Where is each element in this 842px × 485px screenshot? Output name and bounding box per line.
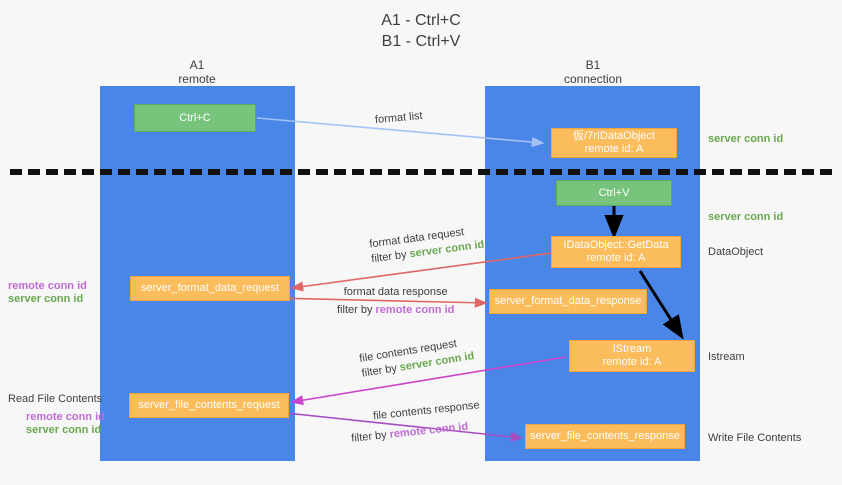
node-ctrl-c-label: Ctrl+C <box>179 111 211 124</box>
node-getdata-label: IDataObject::GetData <box>563 239 669 251</box>
node-server-file-contents-response[interactable]: server_file_contents_response <box>525 424 685 449</box>
label-remote-conn-id-2: remote conn id <box>26 411 105 423</box>
wire-format-data-request <box>290 252 552 292</box>
label-write-file-contents: Write File Contents <box>708 432 802 444</box>
divider-dashed-line <box>10 169 832 175</box>
edge-label-fdreq-filter-prefix: filter by <box>370 248 411 266</box>
column-b1-sub: connection <box>563 72 623 86</box>
node-server-file-contents-request-label: server_file_contents_request <box>138 399 280 411</box>
wire-file-contents-request <box>290 356 567 406</box>
node-server-format-data-request[interactable]: server_format_data_request <box>130 276 290 301</box>
label-remote-conn-id-1: remote conn id <box>8 280 87 292</box>
wire-format-list <box>256 117 545 148</box>
column-a1-sub: remote <box>178 72 216 86</box>
node-ctrl-v-label: Ctrl+V <box>598 186 630 199</box>
label-dataobject: DataObject <box>708 246 764 258</box>
wire-file-contents-response <box>257 409 524 442</box>
node-istream-remote-id: remote id: A <box>602 356 662 368</box>
node-ctrl-v[interactable]: Ctrl+V <box>556 180 672 206</box>
label-server-conn-id-2: server conn id <box>26 424 102 436</box>
node-istream[interactable]: IStream remote id: A <box>569 340 695 372</box>
column-b1-name: B1 <box>585 58 601 72</box>
node-getdata-remote-id: remote id: A <box>586 252 646 264</box>
column-header-a1: A1 remote <box>117 58 277 86</box>
node-idataobject-remote-id: remote id: A <box>584 143 644 155</box>
label-server-conn-id-1: server conn id <box>8 293 84 305</box>
node-server-format-data-response-label: server_format_data_response <box>494 295 642 307</box>
node-idataobject-label: 仮/7rIDataObject <box>573 130 655 142</box>
edge-label-fdres-filter-value: remote conn id <box>375 304 455 316</box>
node-idataobject-getdata[interactable]: IDataObject::GetData remote id: A <box>551 236 681 268</box>
node-istream-label: IStream <box>612 343 652 355</box>
node-server-format-data-request-label: server_format_data_request <box>140 282 280 294</box>
label-server-conn-id-mid: server conn id <box>708 211 784 223</box>
title-line-2: B1 - Ctrl+V <box>381 33 461 50</box>
edge-label-fdres-filter: filter by remote conn id <box>337 303 454 318</box>
node-server-file-contents-response-label: server_file_contents_response <box>530 430 680 442</box>
label-istream: Istream <box>708 351 745 363</box>
column-header-b1: B1 connection <box>513 58 673 86</box>
edge-label-fdres-main: format data response <box>343 286 448 298</box>
edge-label-format-data-response: format data response filter by remote co… <box>337 285 454 318</box>
node-ctrl-c[interactable]: Ctrl+C <box>134 104 256 132</box>
label-read-file-contents: Read File Contents <box>8 393 103 405</box>
wire-getdata-to-istream <box>638 270 684 340</box>
label-server-conn-id-top: server conn id <box>708 133 784 145</box>
page-title: A1 - Ctrl+C B1 - Ctrl+V <box>0 10 842 52</box>
node-server-format-data-response[interactable]: server_format_data_response <box>489 289 647 314</box>
edge-label-fcres-filter-prefix: filter by <box>350 428 391 445</box>
column-a1-name: A1 <box>189 58 205 72</box>
node-idataobject-remote[interactable]: 仮/7rIDataObject remote id: A <box>551 128 677 158</box>
node-server-file-contents-request[interactable]: server_file_contents_request <box>129 393 289 418</box>
title-line-1: A1 - Ctrl+C <box>381 12 461 29</box>
edge-label-fdres-filter-prefix: filter by <box>337 304 376 316</box>
